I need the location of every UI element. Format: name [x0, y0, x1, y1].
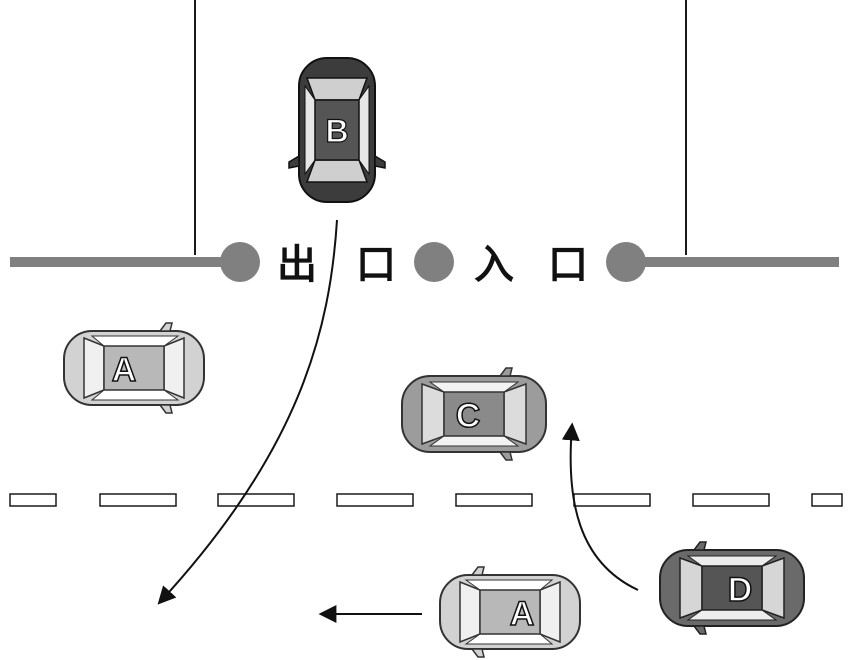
car-b: B — [288, 57, 386, 203]
gate-post-left — [220, 242, 260, 282]
gate-bar-right — [628, 257, 839, 267]
lane-divider — [9, 493, 843, 507]
entrance-char-1: 入 — [474, 242, 514, 288]
exit-char-2: 口 — [356, 242, 396, 288]
car-c-label: C — [456, 397, 481, 435]
car-b-label: B — [325, 113, 348, 149]
car-d-label: D — [728, 571, 753, 609]
gate-post-center — [414, 242, 454, 282]
car-d: D — [659, 541, 805, 635]
car-a-bottom: A — [439, 566, 581, 658]
gate-post-right — [606, 242, 646, 282]
car-a-top: A — [63, 322, 205, 414]
gate-bar-left — [10, 257, 235, 267]
entrance-char-2: 口 — [548, 242, 588, 288]
arrow-b-exit — [157, 219, 338, 605]
car-a-top-label: A — [112, 351, 137, 389]
car-c: C — [401, 367, 547, 461]
exit-char-1: 出 — [277, 242, 317, 288]
arrow-d-to-c — [561, 422, 639, 591]
car-a-bottom-label: A — [510, 595, 535, 633]
